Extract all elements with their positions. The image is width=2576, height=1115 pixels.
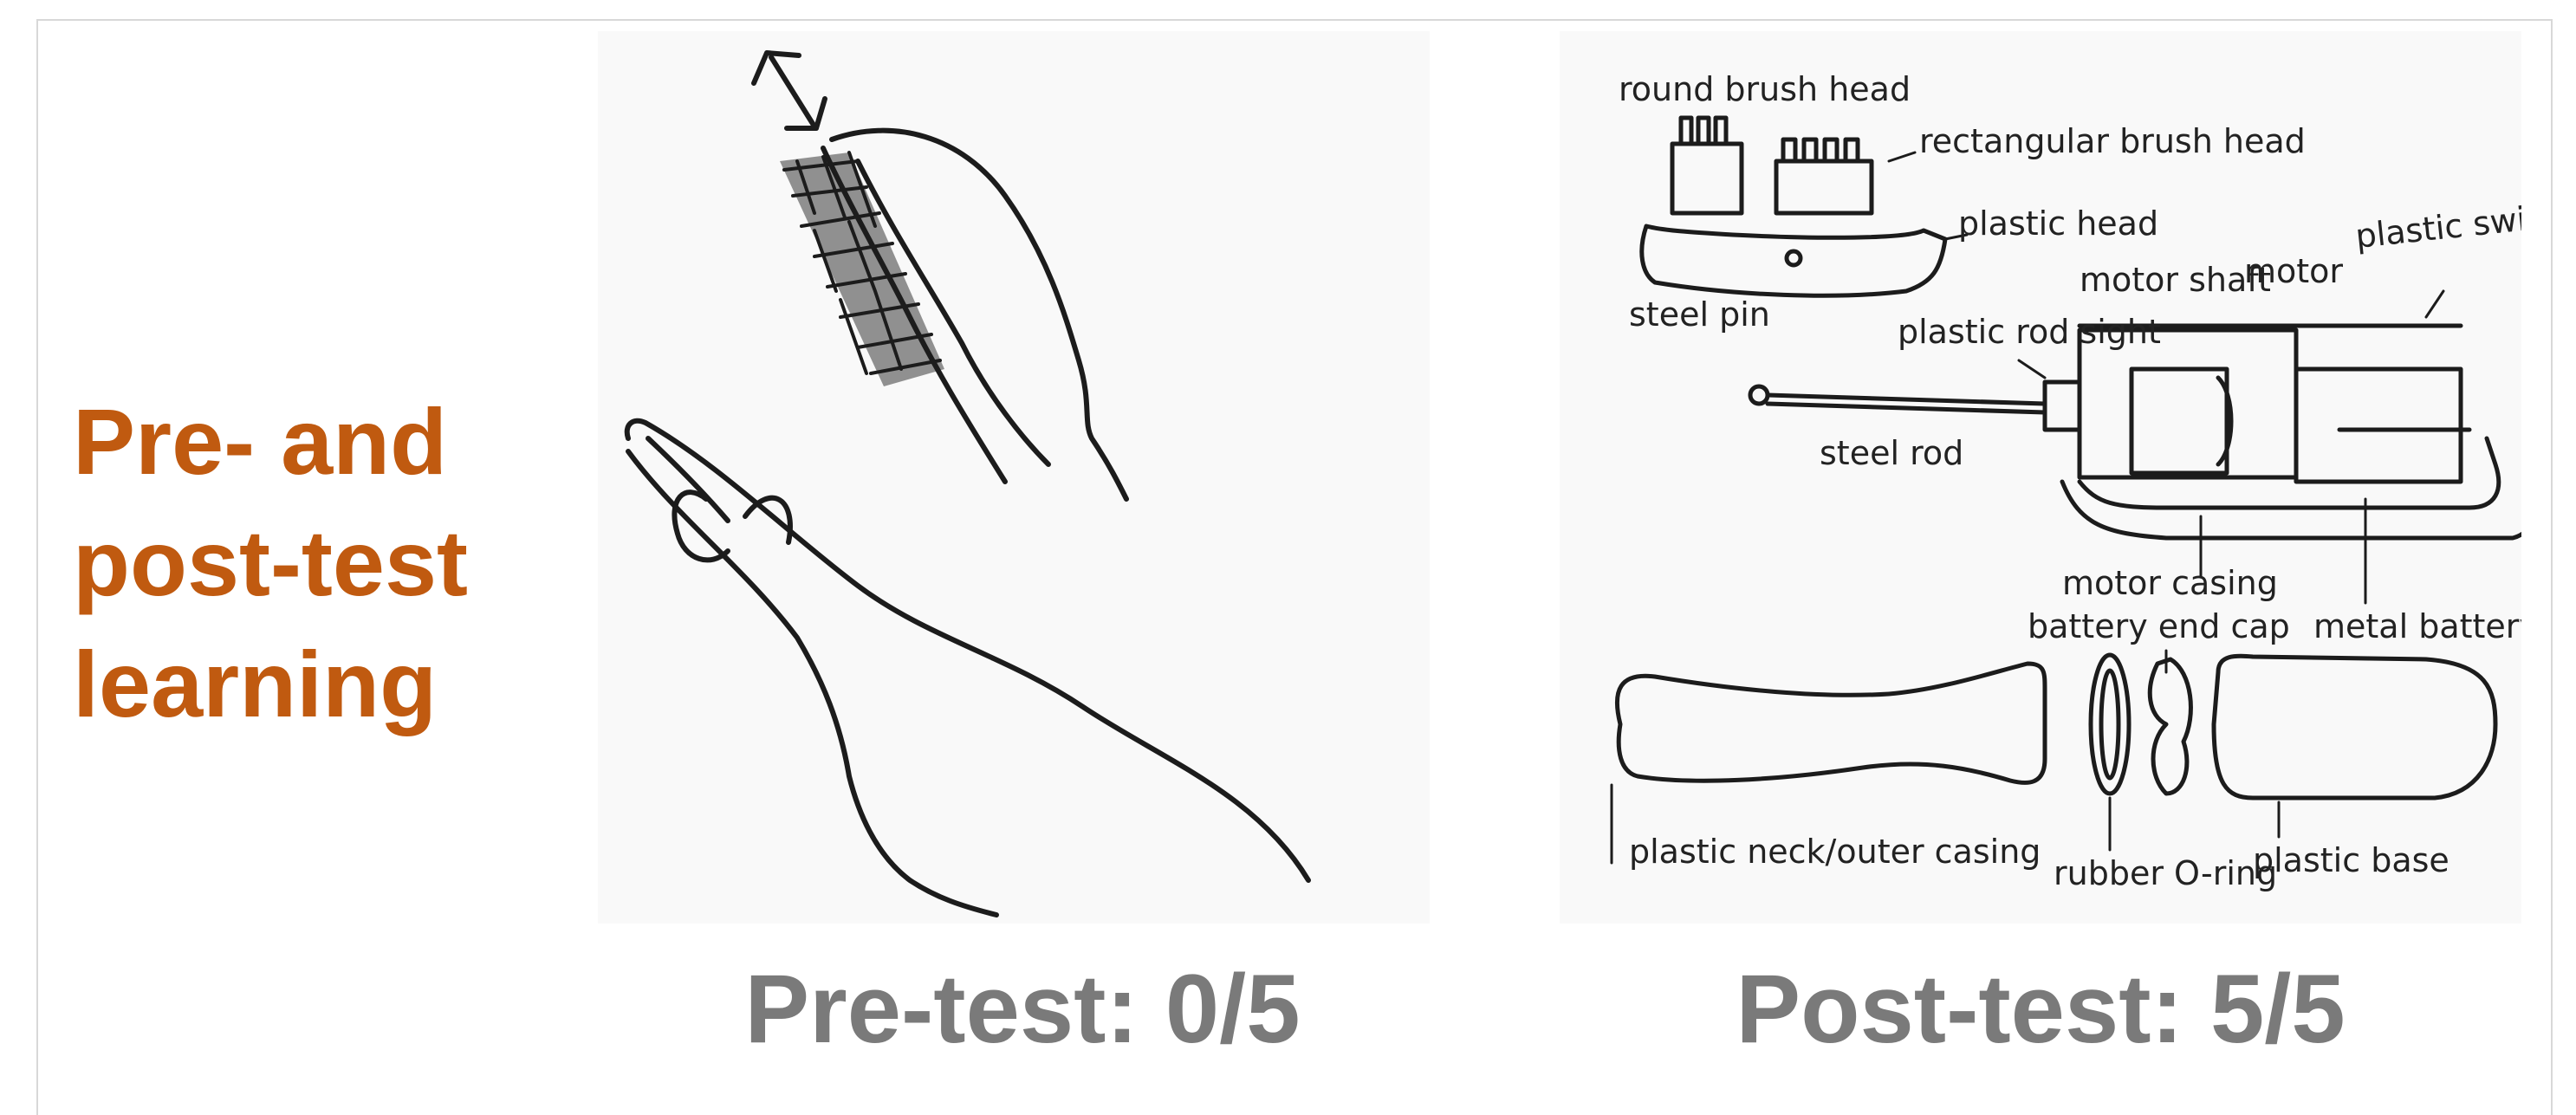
label-plastic-base: plastic base [2253,841,2449,879]
double-arrow-icon [754,53,825,128]
motor-assembly [1750,326,2521,538]
post-test-sketch: round brush head rectangular brush head … [1560,31,2521,924]
handle-sketch [627,421,1308,915]
label-plastic-rod-sight: plastic rod sight [1898,313,2161,351]
pre-test-sketch [598,31,1430,924]
label-rubber-o-ring: rubber O-ring [2054,854,2277,892]
casing-assembly [1617,655,2495,798]
label-steel-pin: steel pin [1629,295,1770,334]
pre-test-drawing [598,31,1430,924]
label-steel-rod: steel rod [1820,434,1963,472]
label-rectangular-brush-head: rectangular brush head [1919,122,2306,160]
label-metal-battery-holder: metal battery holder [2313,607,2521,645]
label-round-brush-head: round brush head [1619,70,1911,108]
label-motor-casing: motor casing [2062,564,2278,602]
label-plastic-neck-outer-casing: plastic neck/outer casing [1629,833,2041,871]
label-plastic-switch-plate: plastic switch plate [2353,185,2521,256]
brush-head-assembly [1642,118,1945,295]
label-plastic-head: plastic head [1958,204,2158,243]
post-test-caption: Post-test: 5/5 [1560,953,2521,1066]
label-motor-shaft: motor shaft [2080,261,2271,299]
pre-test-caption: Pre-test: 0/5 [598,953,1447,1066]
post-test-drawing: round brush head rectangular brush head … [1560,31,2521,924]
label-motor: motor [2244,252,2343,290]
slide-title: Pre- and post-test learning [73,381,558,745]
label-battery-end-cap: battery end cap [2028,607,2290,645]
